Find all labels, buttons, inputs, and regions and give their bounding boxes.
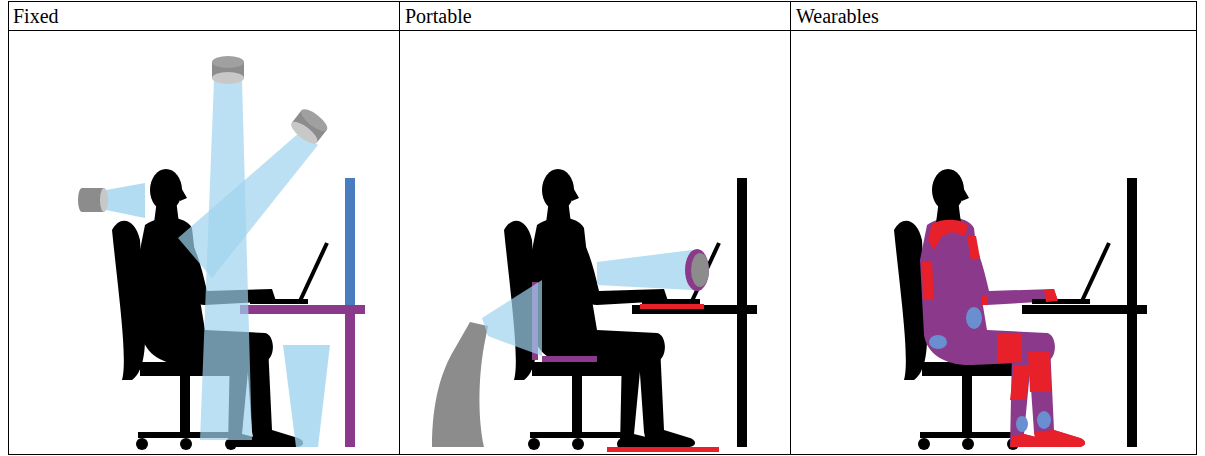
person-body xyxy=(530,218,695,447)
wall-panel xyxy=(737,178,747,305)
column-rule xyxy=(790,2,791,455)
laptop xyxy=(1032,243,1109,304)
sensor-suit xyxy=(920,218,1085,447)
wearable-sensor-disc xyxy=(966,307,982,329)
portable-panel xyxy=(432,169,757,452)
desk-sensor-pad xyxy=(640,304,704,309)
wearable-sensor xyxy=(1044,289,1058,302)
header-rule xyxy=(9,30,1197,31)
wearable-sensor-disc xyxy=(1016,416,1028,432)
desk-leg xyxy=(1127,314,1137,447)
laptop-sensor xyxy=(691,253,709,287)
person-head xyxy=(150,169,187,223)
camera-sensor xyxy=(78,188,86,212)
wearables-panel xyxy=(894,169,1147,450)
sensor-beam xyxy=(106,183,145,218)
desk-leg xyxy=(345,314,355,447)
table-border xyxy=(9,2,1197,455)
wearable-sensor xyxy=(928,220,968,250)
camera-sensor xyxy=(212,56,244,68)
column-rule xyxy=(399,2,400,455)
sensor-beam xyxy=(482,280,542,356)
portable-sensor-stand xyxy=(432,322,488,447)
laptop-sensor-ring xyxy=(685,249,709,291)
desk-top xyxy=(240,305,365,314)
seat-sensor-pad xyxy=(542,356,597,362)
wearable-sensor xyxy=(922,262,934,300)
wearable-sensor xyxy=(967,236,980,260)
wearable-sensor xyxy=(1028,352,1051,392)
person-head xyxy=(932,169,969,223)
wearable-sensor xyxy=(997,333,1022,363)
sensor-beam xyxy=(597,250,692,290)
column-header: Portable xyxy=(405,4,472,28)
wall-panel xyxy=(345,178,355,305)
desk-top xyxy=(632,305,757,314)
sensor-shoe xyxy=(1010,434,1048,447)
desk-top xyxy=(1022,305,1147,314)
sensor-beam xyxy=(178,132,318,278)
column-header: Fixed xyxy=(13,4,59,28)
wearable-sensor xyxy=(982,296,988,305)
laptop xyxy=(250,243,327,304)
column-header: Wearables xyxy=(796,4,879,28)
floor-sensor-mat xyxy=(607,447,719,452)
wearable-sensor xyxy=(1010,365,1030,400)
wearable-sensor-disc xyxy=(1037,411,1051,429)
person-head xyxy=(542,169,579,223)
wearable-sensor-disc xyxy=(929,335,947,349)
desk-leg xyxy=(737,314,747,447)
wall-panel xyxy=(1127,178,1137,305)
camera-sensor xyxy=(288,106,330,148)
camera-lens xyxy=(288,118,321,147)
camera-lens xyxy=(100,188,108,212)
fixed-panel xyxy=(78,56,365,450)
sensor-beam xyxy=(283,345,330,447)
camera-lens xyxy=(212,72,244,84)
